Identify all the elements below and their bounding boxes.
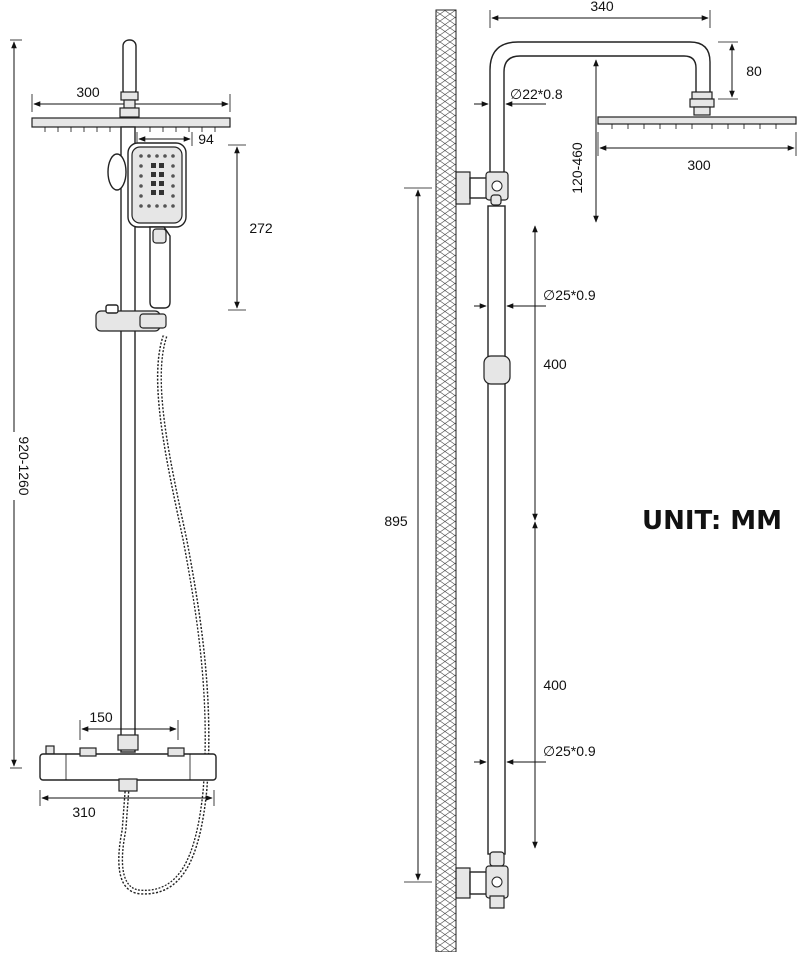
side-head-plate — [597, 116, 797, 125]
shower-head-plate — [31, 117, 231, 128]
arm-pipe-label: ∅22*0.8 — [510, 86, 563, 102]
thermostatic-valve — [39, 745, 217, 792]
arm-length-label: 340 — [590, 0, 614, 14]
hand-shower — [127, 142, 187, 309]
column-height-label: 895 — [384, 513, 408, 529]
rail-upper-length-label: 400 — [543, 356, 567, 372]
head-drop-label: 80 — [746, 63, 762, 79]
unit-label: UNIT: MM — [642, 506, 782, 536]
rail-lower-length-label: 400 — [543, 677, 567, 693]
rail-pipe-upper-label: ∅25*0.9 — [543, 287, 596, 303]
handset-holder — [107, 153, 127, 191]
slide-rail — [487, 205, 506, 855]
top-riser-pipe — [122, 39, 137, 97]
front-view: 920-1260 300 94 — [10, 39, 273, 895]
head-width-right-label: 300 — [687, 157, 711, 173]
main-column — [120, 126, 136, 753]
head-nozzles — [44, 127, 216, 132]
lower-wall-bracket — [455, 851, 509, 909]
upper-wall-bracket — [455, 171, 509, 206]
hand-height-label: 272 — [249, 220, 273, 236]
valve-centers-label: 150 — [89, 709, 113, 725]
slider-bracket — [95, 304, 167, 332]
valve-width-label: 310 — [72, 804, 96, 820]
wall — [435, 9, 457, 953]
rail-pipe-lower-label: ∅25*0.9 — [543, 743, 596, 759]
arm-height-label: 120-460 — [569, 142, 585, 194]
side-view: 895 340 80 300 — [384, 0, 797, 953]
rail-slider — [483, 355, 511, 385]
head-width-left-label: 300 — [76, 84, 100, 100]
hand-width-label: 94 — [198, 131, 214, 147]
shower-arm — [489, 41, 711, 92]
overall-height-label: 920-1260 — [16, 436, 32, 495]
